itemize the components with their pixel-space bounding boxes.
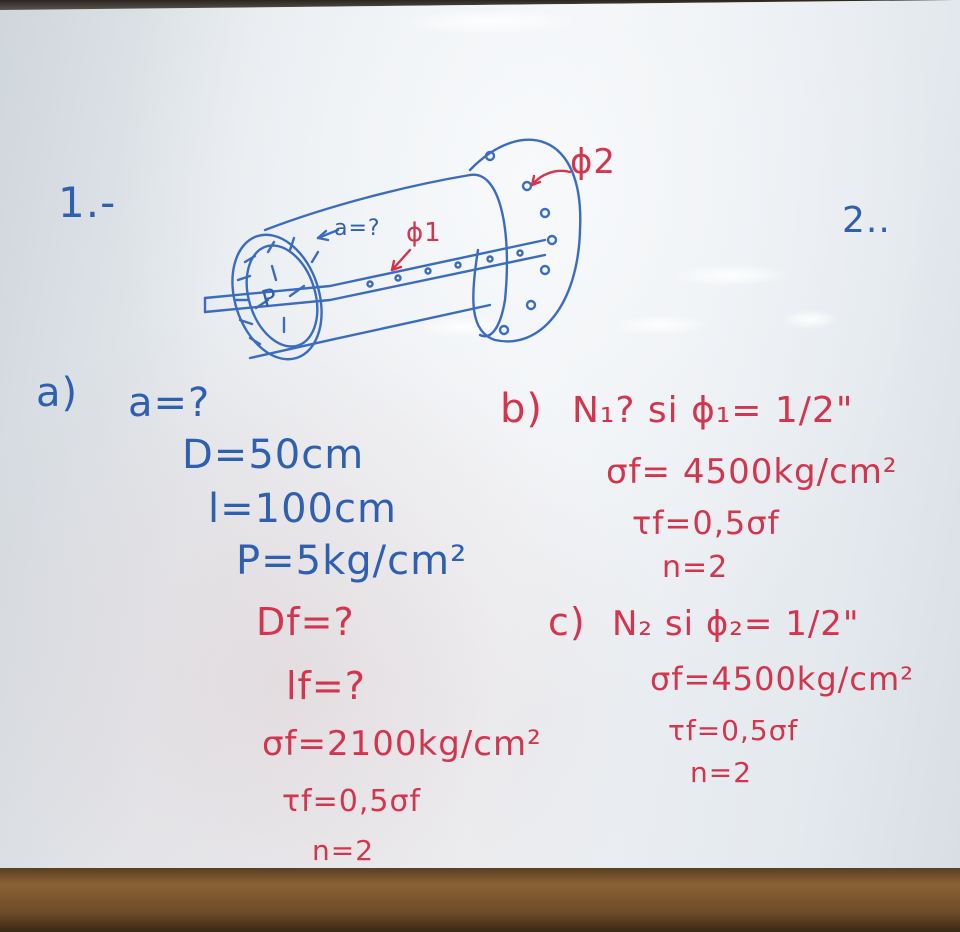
marker-tray	[0, 868, 960, 932]
part-a-red-line-3: σf=2100kg/cm²	[262, 724, 542, 764]
wall-thickness-query-label: a=?	[334, 216, 381, 241]
part-a-red-line-5: n=2	[312, 834, 375, 867]
part-c-marker: c)	[548, 600, 586, 644]
part-b-line-4: n=2	[662, 550, 729, 585]
part-c-line-3: τf=0,5σf	[668, 714, 799, 747]
part-a-line-2: D=50cm	[182, 432, 365, 478]
part-a-line-4: P=5kg/cm²	[236, 538, 468, 584]
problem-number-2: 2..	[842, 200, 891, 241]
part-a-line-1: a=?	[128, 380, 211, 426]
part-a-red-line-2: lf=?	[286, 664, 366, 708]
part-c-line-4: n=2	[690, 756, 753, 789]
part-a-red-line-4: τf=0,5σf	[282, 784, 422, 819]
part-b-line-2: σf= 4500kg/cm²	[606, 452, 898, 492]
part-a-red-line-1: Df=?	[256, 600, 355, 644]
part-b-marker: b)	[500, 386, 543, 432]
phi1-label: ϕ1	[406, 218, 442, 248]
part-b-line-1: N₁? si ϕ₁= 1/2"	[572, 390, 854, 431]
part-c-line-1: N₂ si ϕ₂= 1/2"	[612, 604, 860, 644]
part-c-line-2: σf=4500kg/cm²	[650, 660, 915, 698]
problem-number-1: 1.-	[58, 178, 117, 227]
part-a-marker: a)	[36, 370, 79, 416]
part-b-line-3: τf=0,5σf	[632, 504, 780, 542]
phi2-label: ϕ2	[570, 142, 617, 182]
part-a-line-3: l=100cm	[208, 486, 397, 532]
